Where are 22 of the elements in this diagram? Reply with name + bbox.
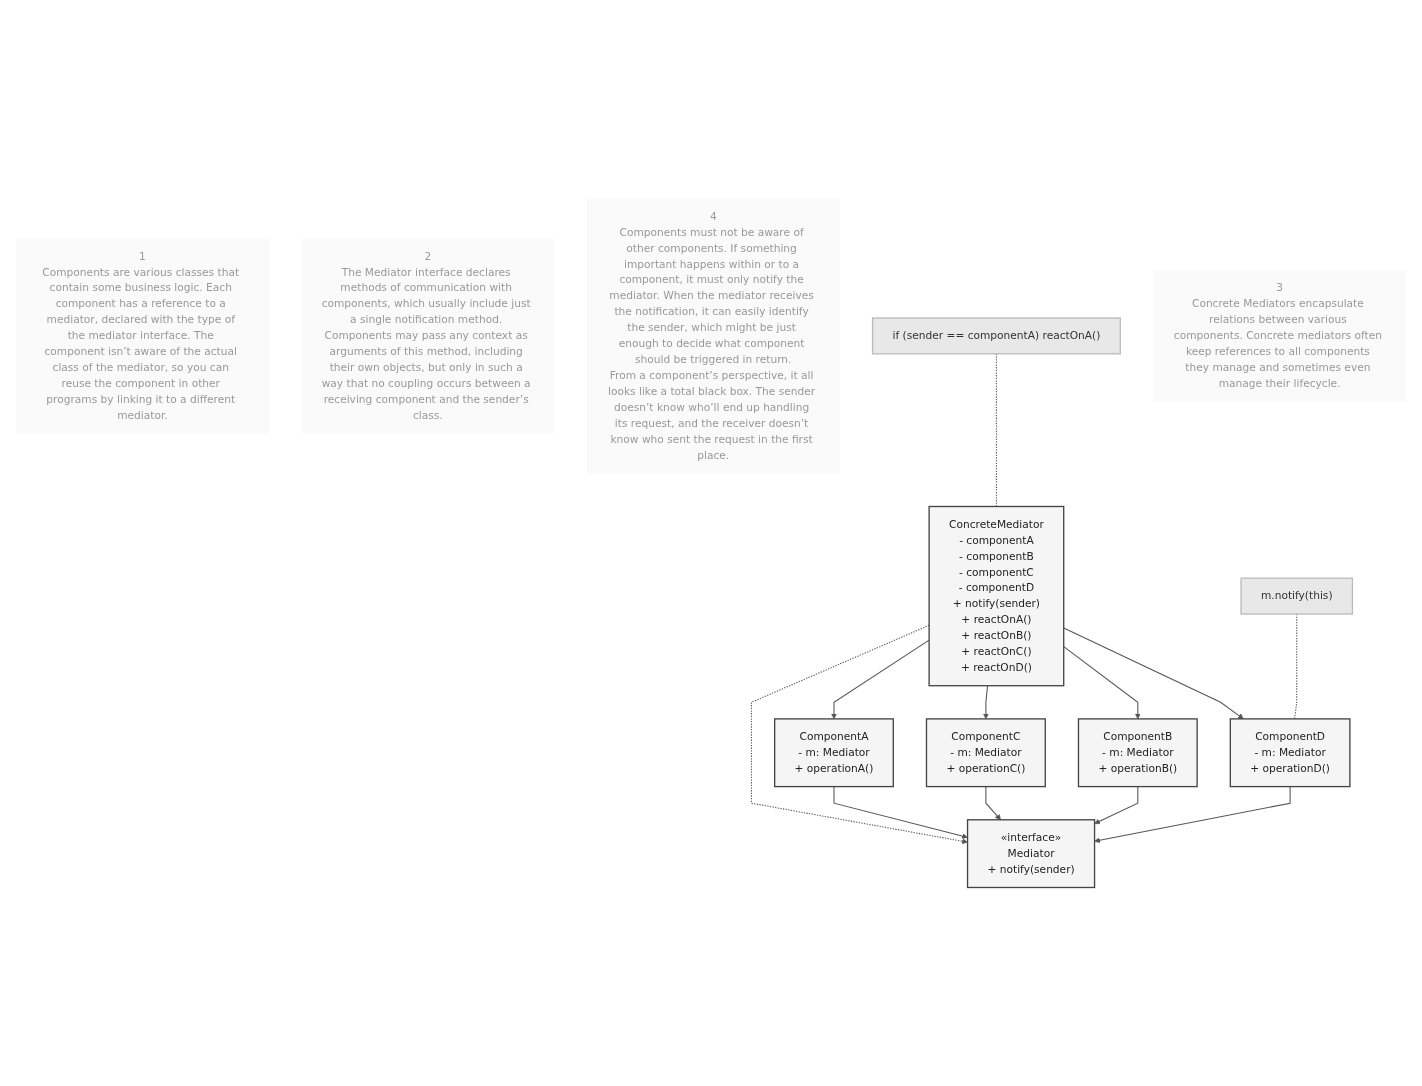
arrow <box>831 639 930 720</box>
arrow <box>750 624 968 845</box>
connector <box>995 353 997 507</box>
arrow <box>833 786 968 839</box>
node-box: ComponentD - m: Mediator + operationD() <box>1229 718 1351 788</box>
arrow <box>985 786 1001 821</box>
node-box: ComponentA - m: Mediator + operationA() <box>774 718 894 788</box>
node-text: 4 Components must not be aware of other components. If something important happens within or to a component, it must only notify the mediator. When the mediator receives the notification, it can easily identify the sender, which might be just enough to decide what component should be triggered in return. From a component’s perspective, it all looks like a total black box. The sender doesn’t know who’ll end up handling its request, and the receiver doesn’t know who sent the request in the first place. <box>607 209 816 462</box>
node-text: 3 Concrete Mediators encapsulate relations between various components. Concrete mediators often keep references to all components they manage and sometimes even manage their lifecycle. <box>1173 281 1382 390</box>
arrow <box>982 685 989 720</box>
arrow <box>1063 646 1141 720</box>
arrow <box>1094 786 1139 825</box>
arrow <box>1094 786 1291 844</box>
node-box: ComponentB - m: Mediator + operationB() <box>1077 718 1198 788</box>
arrow <box>1063 627 1244 720</box>
node-box: ConcreteMediator - componentA - componentB - componentC - componentD + notify(sender) + reactOnA() + reactOnB() + reactOnC() + reactOnD() <box>928 505 1065 687</box>
node-text: 2 The Mediator interface declares methods of communication with components, which usually include just a single notification method. Components may pass any context as arguments of this method, including their own objects, but only in such a way that no coupling occurs between a receiving component and the sender’s class. <box>321 249 531 422</box>
node-box: if (sender == componentA) reactOnA() <box>871 317 1121 355</box>
node-box: «interface» Mediator + notify(sender) <box>966 819 1096 889</box>
node-box: ComponentC - m: Mediator + operationC() <box>925 718 1046 788</box>
node-box: m.notify(this) <box>1240 577 1354 615</box>
node-text: 1 Components are various classes that contain some business logic. Each component has a reference to a mediator, declared with the type of the mediator interface. The component isn’t aware of the actual class of the mediator, so you can reuse the component in other programs by linking it to a different mediator. <box>42 249 240 422</box>
